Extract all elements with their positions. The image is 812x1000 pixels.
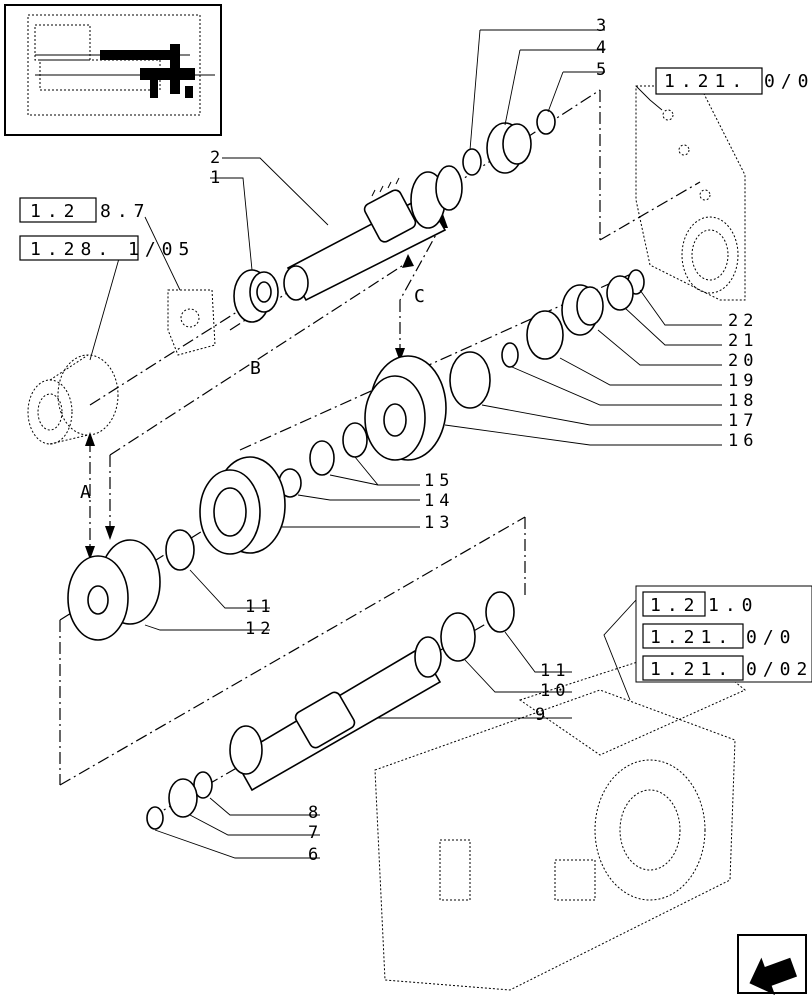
svg-text:1.2: 1.2 bbox=[30, 201, 81, 222]
needle-bearing-11-lower bbox=[485, 591, 515, 633]
callout-20: 20 bbox=[728, 351, 758, 371]
svg-text:1.2: 1.2 bbox=[650, 595, 701, 616]
svg-text:1.28.: 1.28. bbox=[30, 239, 114, 260]
svg-text:0/02: 0/02 bbox=[746, 659, 812, 680]
callout-16: 16 bbox=[728, 431, 758, 451]
callout-7: 7 bbox=[308, 823, 323, 843]
bearing-7 bbox=[168, 778, 198, 818]
connector-label-a: A bbox=[80, 482, 97, 503]
svg-text:1.21.: 1.21. bbox=[650, 627, 734, 648]
connector-label-b: B bbox=[250, 358, 267, 379]
connector-label-c: C bbox=[414, 286, 431, 307]
gear-16 bbox=[364, 355, 447, 461]
section-ref-6[interactable]: 1.21. 0/02 bbox=[642, 655, 812, 681]
hub-axis bbox=[89, 309, 241, 406]
svg-text:1.0: 1.0 bbox=[708, 595, 759, 616]
callout-10: 10 bbox=[540, 681, 570, 701]
callout-14: 14 bbox=[424, 491, 454, 511]
snap-ring-3 bbox=[462, 148, 482, 176]
output-shaft-9 bbox=[229, 636, 442, 792]
callout-1: 1 bbox=[210, 168, 225, 188]
callout-18: 18 bbox=[728, 391, 758, 411]
callout-leaders bbox=[89, 29, 722, 859]
washer-10 bbox=[440, 612, 476, 662]
section-ref-2[interactable]: 1.28. 1/05 bbox=[19, 235, 195, 261]
coupling-hub bbox=[27, 354, 119, 445]
washer-21 bbox=[606, 275, 634, 311]
callout-4: 4 bbox=[596, 38, 611, 58]
plug-6 bbox=[146, 806, 164, 830]
upper-shaft bbox=[233, 165, 463, 323]
callout-8: 8 bbox=[308, 803, 323, 823]
svg-text:0/0: 0/0 bbox=[746, 627, 797, 648]
connector-a: A bbox=[80, 432, 97, 560]
support-bracket bbox=[167, 289, 216, 356]
callout-2: 2 bbox=[210, 148, 225, 168]
lower-axis-return bbox=[59, 516, 526, 786]
svg-text:1.21.: 1.21. bbox=[664, 71, 748, 92]
thrust-washer-19 bbox=[526, 310, 564, 360]
callout-6: 6 bbox=[308, 845, 323, 865]
svg-text:0/0: 0/0 bbox=[764, 71, 812, 92]
gearbox-locator-thumbnail bbox=[4, 4, 222, 136]
section-ref-3[interactable]: 1.21. 0/0 bbox=[655, 67, 812, 95]
callout-17: 17 bbox=[728, 411, 758, 431]
washer-17 bbox=[449, 351, 491, 409]
section-ref-1[interactable]: 1.2 8.7 bbox=[19, 197, 151, 223]
needle-bearing-11 bbox=[165, 529, 195, 571]
transmission-housing bbox=[374, 644, 746, 991]
needle-bearing-15a bbox=[342, 422, 368, 458]
callout-11-lower: 11 bbox=[540, 661, 570, 681]
callout-19: 19 bbox=[728, 371, 758, 391]
callout-13: 13 bbox=[424, 513, 454, 533]
callout-3: 3 bbox=[596, 16, 611, 36]
ring-5 bbox=[536, 109, 556, 135]
needle-bearing-15b bbox=[309, 440, 335, 476]
sliding-sleeve-13 bbox=[199, 456, 286, 555]
upper-axis-to-cover bbox=[599, 181, 701, 241]
snap-ring-18 bbox=[501, 342, 519, 368]
callout-5: 5 bbox=[596, 60, 611, 80]
callout-11: 11 bbox=[245, 597, 275, 617]
callout-9: 9 bbox=[535, 705, 550, 725]
callout-22: 22 bbox=[728, 311, 758, 331]
rear-cover bbox=[635, 85, 746, 301]
svg-text:1.21.: 1.21. bbox=[650, 659, 734, 680]
section-ref-5[interactable]: 1.21. 0/0 bbox=[642, 623, 797, 649]
callout-12: 12 bbox=[245, 619, 275, 639]
previous-page-arrow-icon[interactable] bbox=[737, 934, 807, 1000]
gear-cluster-12 bbox=[67, 539, 161, 641]
svg-text:8.7: 8.7 bbox=[100, 201, 151, 222]
svg-text:1/05: 1/05 bbox=[128, 239, 195, 260]
connector-b: B bbox=[105, 254, 414, 540]
middle-gear-axis bbox=[239, 269, 641, 451]
callout-15: 15 bbox=[424, 471, 454, 491]
callout-21: 21 bbox=[728, 331, 758, 351]
